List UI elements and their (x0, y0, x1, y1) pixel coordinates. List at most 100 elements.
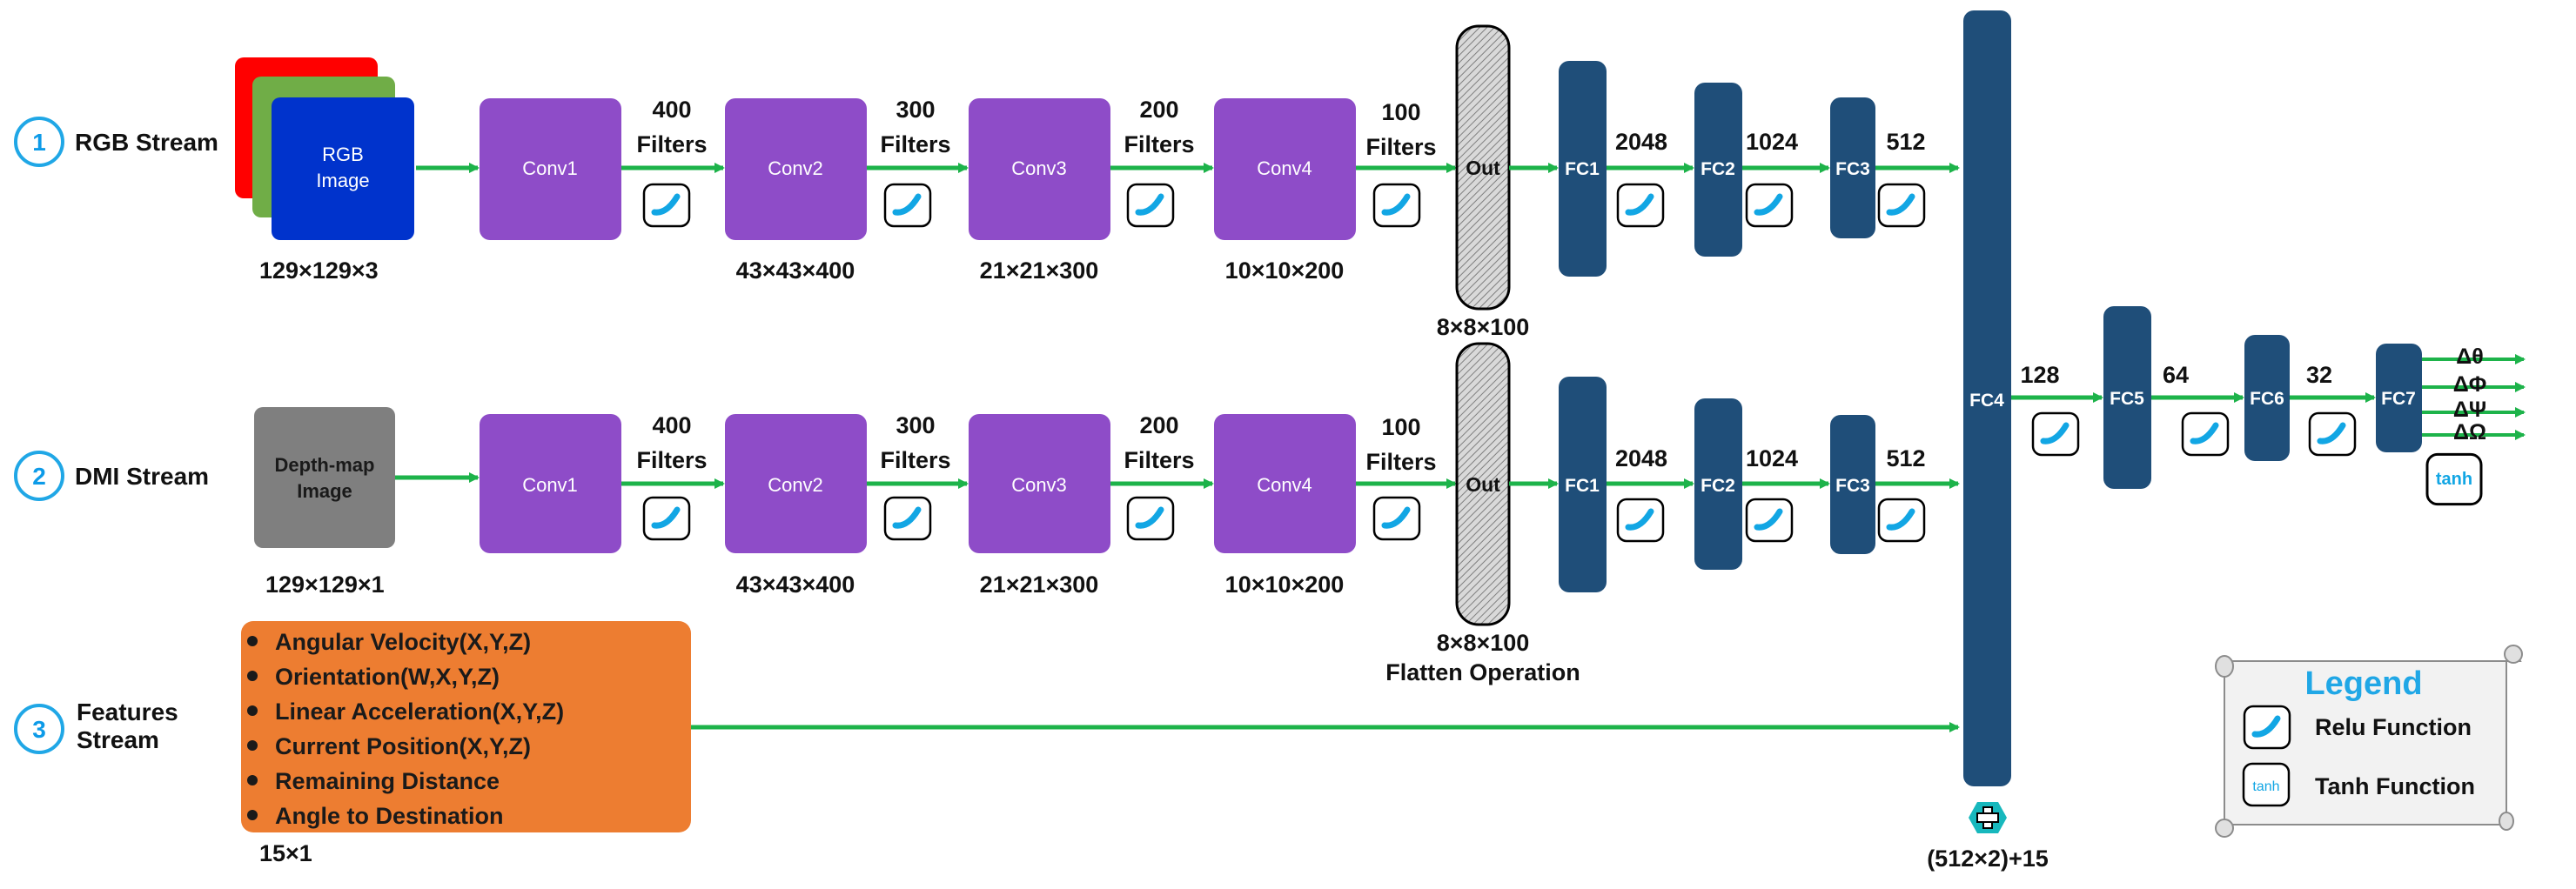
relu-icon (1618, 499, 1663, 541)
relu-icon (1374, 498, 1419, 539)
rgb-image-label-line1: RGB (322, 144, 364, 165)
output-delta-phi: ΔΦ (2453, 372, 2487, 397)
dmi-filters-word-1: Filters (636, 447, 707, 473)
fc5-out-size: 64 (2163, 362, 2189, 388)
dmi-fc2-block (1694, 398, 1742, 570)
dmi-fc1-label: FC1 (1565, 476, 1600, 496)
fc7-block (2376, 344, 2422, 452)
rgb-conv3-box (969, 98, 1110, 240)
rgb-fc1-size: 2048 (1615, 129, 1667, 155)
fc5-block (2103, 306, 2151, 489)
depth-image-label-line2: Image (297, 480, 352, 502)
dmi-conv1-label: Conv1 (522, 474, 578, 496)
rgb-conv1-box (480, 98, 621, 240)
dmi-conv2-label: Conv2 (768, 474, 823, 496)
stream-1-circle (14, 117, 64, 167)
dmi-conv4-label: Conv4 (1257, 474, 1312, 496)
stream-3-circle (14, 704, 64, 754)
rgb-input-dim: 129×129×3 (259, 257, 379, 284)
dmi-filters-word-2: Filters (880, 447, 950, 473)
rgb-fc3-block (1830, 97, 1875, 238)
dmi-conv3-label: Conv3 (1011, 474, 1067, 496)
rgb-conv3-dim: 21×21×300 (980, 257, 1099, 284)
rgb-filters-word-1: Filters (636, 131, 707, 157)
relu-icon (644, 498, 689, 539)
relu-icon (644, 184, 689, 226)
head-chain: FC5 FC6 FC7 128 64 32 Δθ ΔΦ ΔΨ ΔΩ tanh (2011, 306, 2526, 506)
fc5-label: FC5 (2110, 389, 2144, 409)
rgb-fc1-label: FC1 (1565, 159, 1600, 179)
fc4-block (1963, 10, 2011, 786)
dmi-filters-count-1: 400 (652, 412, 691, 438)
fc7-label: FC7 (2381, 389, 2416, 409)
relu-icon (2183, 413, 2228, 455)
concat-dim: (512×2)+15 (1927, 846, 2049, 872)
rgb-conv2-label: Conv2 (768, 157, 823, 179)
rgb-conv3-label: Conv3 (1011, 157, 1067, 179)
dmi-conv2-box (725, 414, 867, 553)
features-list: Angular Velocity(X,Y,Z) Orientation(W,X,… (247, 629, 564, 829)
features-item: Angle to Destination (275, 803, 504, 829)
rgb-filters-word-4: Filters (1365, 134, 1436, 160)
fc4-merge: FC4 (512×2)+15 (1927, 10, 2049, 872)
stream-2-label: 2 DMI Stream (14, 451, 209, 501)
stream-3-number: 3 (32, 716, 46, 743)
rgb-image-stack: RGB Image (235, 57, 414, 240)
dmi-fc3-label: FC3 (1835, 476, 1870, 496)
stream-1-name: RGB Stream (75, 129, 218, 156)
features-item: Current Position(X,Y,Z) (275, 733, 531, 759)
relu-icon (1747, 184, 1792, 226)
legend: Legend Relu Function tanh Tanh Function (2215, 645, 2523, 838)
dmi-filters-word-4: Filters (1365, 449, 1436, 475)
features-item: Remaining Distance (275, 768, 500, 794)
legend-relu-label: Relu Function (2315, 714, 2472, 740)
features-box: Angular Velocity(X,Y,Z) Orientation(W,X,… (241, 621, 691, 832)
legend-tanh-label: Tanh Function (2315, 773, 2475, 799)
flatten-operation-label: Flatten Operation (1385, 659, 1580, 685)
fc4-label: FC4 (1969, 391, 2004, 411)
relu-icon (2244, 706, 2290, 748)
legend-title: Legend (2304, 665, 2422, 702)
stream-3-name-line1: Features (77, 698, 178, 725)
dmi-filters-count-3: 200 (1139, 412, 1178, 438)
dmi-filters-count-2: 300 (896, 412, 935, 438)
depth-image-label-line1: Depth-map (275, 454, 375, 476)
plus-hexagon-icon (1969, 802, 2007, 833)
rgb-fc1-block (1559, 61, 1607, 277)
output-delta-theta: Δθ (2456, 344, 2483, 369)
tanh-icon: tanh (2242, 762, 2291, 807)
fc6-out-size: 32 (2306, 362, 2332, 388)
dmi-out-label: Out (1466, 473, 1500, 496)
dmi-filters-word-3: Filters (1124, 447, 1194, 473)
dmi-conv4-dim: 10×10×200 (1225, 572, 1345, 598)
stream-3-name-line2: Stream (77, 726, 159, 753)
stream-1-number: 1 (32, 129, 46, 156)
dmi-fc2-label: FC2 (1701, 476, 1735, 496)
relu-icon (1747, 499, 1792, 541)
rgb-blue-layer (272, 97, 414, 240)
relu-icon (1618, 184, 1663, 226)
rgb-conv2-box (725, 98, 867, 240)
dmi-fc2-size: 1024 (1746, 445, 1798, 471)
rgb-conv-chain: Conv1 Conv2 Conv3 Conv4 400 Filters 300 … (416, 97, 1457, 284)
relu-icon (1879, 184, 1924, 226)
dmi-conv-chain: Conv1 Conv2 Conv3 Conv4 400 Filters 300 … (395, 412, 1457, 598)
relu-icon (1374, 184, 1419, 226)
dmi-fc1-size: 2048 (1615, 445, 1667, 471)
dmi-conv3-box (969, 414, 1110, 553)
relu-icon (885, 498, 930, 539)
rgb-fc2-block (1694, 83, 1742, 257)
rgb-conv4-dim: 10×10×200 (1225, 257, 1345, 284)
rgb-fc2-size: 1024 (1746, 129, 1798, 155)
dmi-input-dim: 129×129×1 (265, 572, 385, 598)
rgb-out-dim: 8×8×100 (1437, 314, 1530, 340)
rgb-out-label: Out (1466, 157, 1500, 179)
dmi-conv4-box (1214, 414, 1356, 553)
legend-tanh-icon-label: tanh (2252, 779, 2279, 794)
stream-3-label: 3 Features Stream (14, 698, 178, 754)
dmi-conv3-dim: 21×21×300 (980, 572, 1099, 598)
dmi-fc3-block (1830, 415, 1875, 554)
dmi-fc-chain: Out 8×8×100 Flatten Operation FC1 FC2 FC… (1385, 342, 1960, 685)
rgb-filters-count-4: 100 (1381, 99, 1420, 125)
